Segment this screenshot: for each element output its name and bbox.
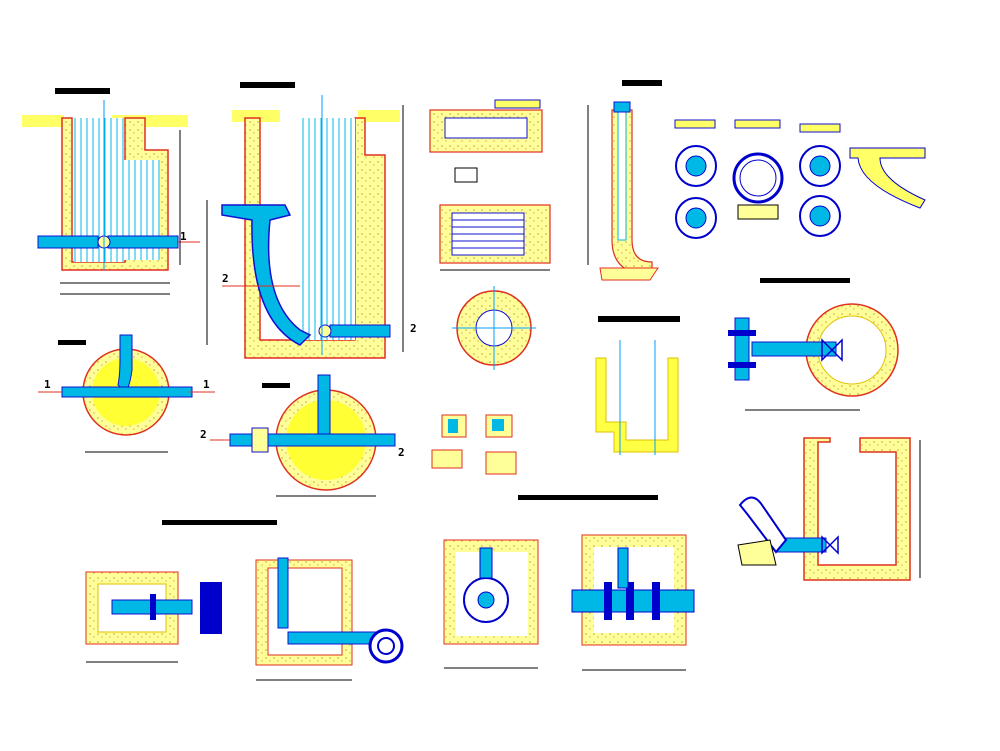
flange-b-stand (737, 204, 779, 220)
ground-band-left (22, 115, 64, 127)
section-mark-1: 1 (180, 230, 187, 243)
flange-c-bottom-inner (809, 205, 831, 227)
title-bar (262, 383, 290, 388)
support-details (431, 414, 517, 475)
elbow-fitting (738, 496, 788, 554)
channel-wall (595, 357, 679, 453)
inlet-pipe (751, 341, 837, 357)
title-bar (598, 316, 680, 322)
lid-top (494, 99, 541, 109)
flange-2 (200, 582, 222, 634)
grate-bar-lines (452, 219, 524, 249)
bend-pipe (221, 204, 312, 346)
manhole-section-2: 2 2 (206, 82, 417, 359)
valve-riser (277, 557, 289, 629)
support-b-pipe (492, 419, 504, 431)
flange-details (674, 119, 926, 239)
chamber-wall (803, 437, 911, 581)
ring-plan (452, 286, 536, 370)
title-bar (55, 88, 110, 94)
valve-chamber-section (737, 437, 921, 581)
support-d (485, 451, 517, 475)
cover-plan-detail (429, 99, 551, 271)
title-bar (760, 278, 850, 283)
gate-valve (821, 535, 839, 555)
manhole-plan-1: 1 1 (38, 334, 215, 453)
flange-left (604, 582, 612, 620)
valve-box-section (162, 520, 404, 681)
riser-core (617, 109, 627, 241)
box-wall (255, 559, 353, 666)
flange-c-top-inner (809, 155, 831, 177)
flange-right (652, 582, 660, 620)
support-c (431, 449, 463, 469)
ground-band-left (232, 110, 280, 122)
through-pipe (61, 386, 193, 398)
title-bar (518, 495, 658, 500)
flange-mid (626, 582, 634, 620)
section-mark-2-left: 2 (200, 428, 207, 441)
outlet-pipe (329, 324, 391, 338)
flange-upper (728, 330, 756, 336)
ground-band-right (358, 110, 400, 122)
gate-valve (821, 338, 843, 362)
valve-chamber-plan (728, 278, 899, 411)
support-block (737, 539, 777, 566)
valve-pit-b (518, 495, 695, 671)
riser-base (599, 267, 659, 281)
valve-body (734, 317, 750, 381)
section-mark-2: 2 (222, 272, 229, 285)
section-mark-1-right: 1 (203, 378, 210, 391)
valve-pit-a (443, 539, 539, 669)
pipe-fitting (318, 324, 332, 338)
valve-stem (479, 547, 493, 579)
flange-c-bar (799, 123, 841, 133)
valve-box-plan (85, 571, 222, 663)
riser-cap (613, 101, 631, 113)
riser-pipe-detail (587, 80, 662, 281)
inlet-pipe (37, 235, 99, 249)
manhole-section-1: 1 (22, 88, 200, 295)
section-mark-1-left: 1 (44, 378, 51, 391)
riser-title-bar (622, 80, 662, 86)
title-bar (162, 520, 277, 525)
coil-inner (377, 637, 395, 655)
section-mark-2-right: 2 (398, 446, 405, 459)
lid-knob (454, 167, 478, 183)
title-bar (58, 340, 86, 345)
inlet-riser (317, 374, 331, 441)
support-a-pipe (448, 419, 458, 433)
flange-1 (150, 594, 156, 620)
channel-section (595, 316, 680, 455)
elbow-detail (849, 147, 926, 209)
outlet-pipe (107, 235, 179, 249)
flange-a-bottom-inner (685, 207, 707, 229)
flange-lower (728, 362, 756, 368)
flange-b-bar (734, 119, 781, 129)
valve-hub (477, 591, 495, 609)
flange-block (251, 427, 269, 453)
valve-stem (617, 547, 629, 589)
section-mark-2-right: 2 (410, 322, 417, 335)
title-bar (240, 82, 295, 88)
flange-b-inner (739, 159, 777, 197)
chamber-water (300, 118, 355, 340)
flange-a-top-inner (685, 155, 707, 177)
manhole-plan-2: 2 2 (200, 374, 405, 497)
cover-slot (444, 117, 528, 139)
flange-a-bar (674, 119, 716, 129)
